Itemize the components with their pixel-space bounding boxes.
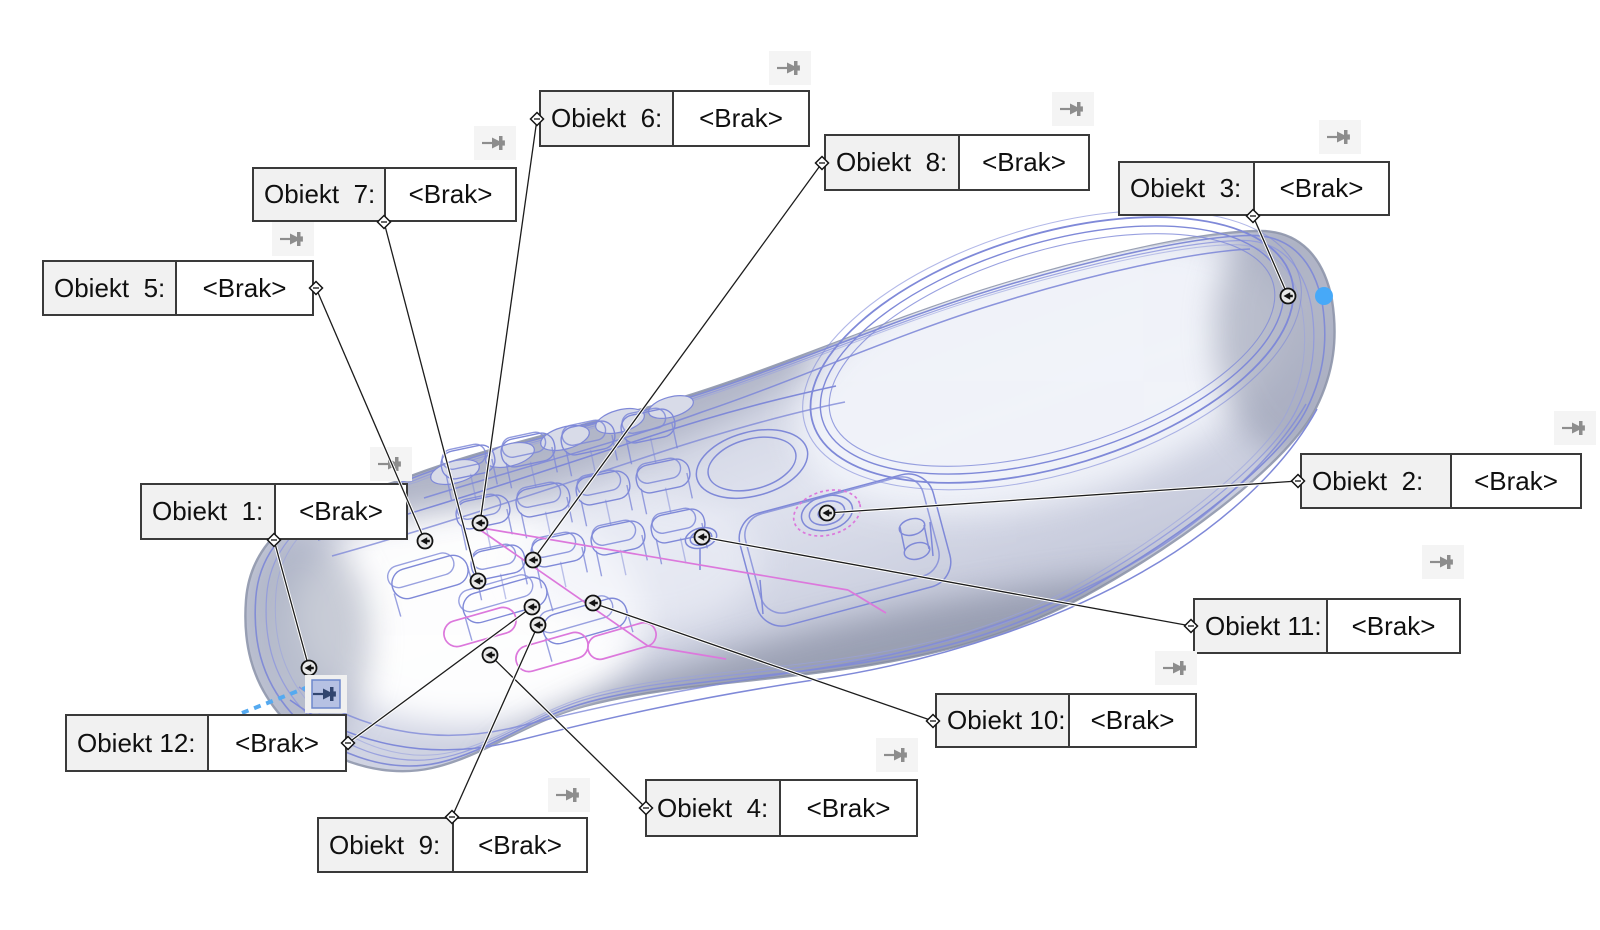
callout-obiekt-10[interactable]: Obiekt 10:<Brak> [935,693,1197,748]
callout-name: Obiekt 6: [541,92,674,145]
callout-name: Obiekt 4: [647,781,781,835]
callout-name: Obiekt 3: [1120,163,1255,214]
leader-endpoint-icon[interactable] [818,504,836,522]
attach-diamond-handle[interactable] [1290,473,1306,489]
callout-value-field[interactable]: <Brak> [1452,455,1580,507]
callout-obiekt-6[interactable]: Obiekt 6:<Brak> [539,90,810,147]
callout-obiekt-1[interactable]: Obiekt 1:<Brak> [140,483,408,540]
callout-obiekt-11[interactable]: Obiekt 11:<Brak> [1193,598,1461,654]
pin-icon[interactable] [272,222,314,256]
sketch-point[interactable] [1315,287,1333,305]
callout-name: Obiekt 5: [44,262,177,314]
attach-diamond-handle[interactable] [444,809,460,825]
leader-endpoint-icon[interactable] [471,514,489,532]
attach-diamond-handle[interactable] [814,155,830,171]
attach-diamond-handle[interactable] [266,532,282,548]
leader-endpoint-icon[interactable] [524,551,542,569]
callout-name: Obiekt 9: [319,819,454,871]
attach-diamond-handle[interactable] [376,214,392,230]
callout-value-field[interactable]: <Brak> [454,819,586,871]
callout-obiekt-8[interactable]: Obiekt 8:<Brak> [824,134,1090,191]
callout-obiekt-3[interactable]: Obiekt 3:<Brak> [1118,161,1390,216]
callout-obiekt-5[interactable]: Obiekt 5:<Brak> [42,260,314,316]
pin-icon[interactable] [370,447,412,481]
callout-name: Obiekt 12: [67,716,209,770]
callout-name: Obiekt 11: [1195,600,1328,652]
attach-diamond-handle[interactable] [340,735,356,751]
callout-name: Obiekt 8: [826,136,960,189]
attach-diamond-handle[interactable] [1245,208,1261,224]
pin-icon[interactable] [1155,651,1197,685]
callout-name: Obiekt 7: [254,169,386,220]
callout-name: Obiekt 2: [1302,455,1452,507]
callout-obiekt-12[interactable]: Obiekt 12:<Brak> [65,714,347,772]
callout-value-field[interactable]: <Brak> [1328,600,1459,652]
callout-name: Obiekt 10: [937,695,1070,746]
attach-diamond-handle[interactable] [529,111,545,127]
pin-icon[interactable] [305,675,347,713]
leader-endpoint-icon[interactable] [300,659,318,677]
callout-obiekt-9[interactable]: Obiekt 9:<Brak> [317,817,588,873]
callout-value-field[interactable]: <Brak> [960,136,1088,189]
leader-endpoint-icon[interactable] [416,532,434,550]
callout-value-field[interactable]: <Brak> [781,781,916,835]
leader-endpoint-icon[interactable] [693,528,711,546]
pin-icon[interactable] [474,126,516,160]
pin-icon[interactable] [769,51,811,85]
attach-diamond-handle[interactable] [308,280,324,296]
pin-icon[interactable] [548,778,590,812]
pin-icon[interactable] [876,738,918,772]
leader-endpoint-icon[interactable] [481,646,499,664]
callout-obiekt-7[interactable]: Obiekt 7:<Brak> [252,167,517,222]
callout-value-field[interactable]: <Brak> [177,262,312,314]
leader-endpoint-icon[interactable] [523,598,541,616]
callout-value-field[interactable]: <Brak> [674,92,808,145]
leader-endpoint-icon[interactable] [529,616,547,634]
attach-diamond-handle[interactable] [925,713,941,729]
pin-icon[interactable] [1422,545,1464,579]
leader-endpoint-icon[interactable] [469,572,487,590]
callout-name: Obiekt 1: [142,485,276,538]
attach-diamond-handle[interactable] [638,800,654,816]
callout-value-field[interactable]: <Brak> [209,716,345,770]
callout-obiekt-2[interactable]: Obiekt 2:<Brak> [1300,453,1582,509]
leader-endpoint-icon[interactable] [584,594,602,612]
callout-obiekt-4[interactable]: Obiekt 4:<Brak> [645,779,918,837]
leader-endpoint-icon[interactable] [1279,287,1297,305]
attach-diamond-handle[interactable] [1183,618,1199,634]
callout-value-field[interactable]: <Brak> [1255,163,1388,214]
callout-value-field[interactable]: <Brak> [386,169,515,220]
pin-icon[interactable] [1052,92,1094,126]
callout-value-field[interactable]: <Brak> [276,485,406,538]
pin-icon[interactable] [1554,411,1596,445]
pin-icon[interactable] [1319,120,1361,154]
callout-value-field[interactable]: <Brak> [1070,695,1195,746]
